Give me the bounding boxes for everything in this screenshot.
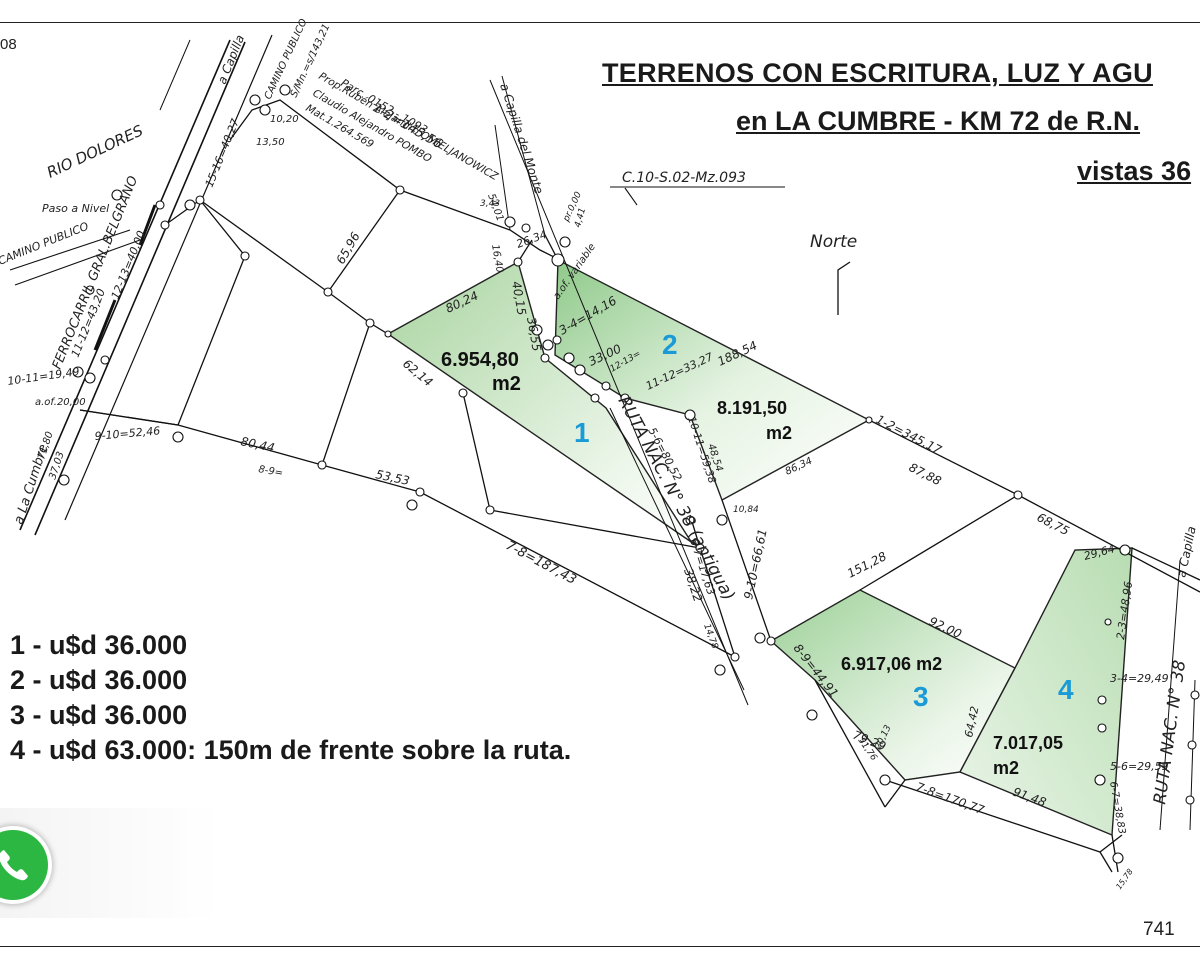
- dim-label: 3-4=29,49: [1110, 672, 1169, 685]
- a-capilla-top-label: a Capilla: [215, 33, 247, 86]
- lot-2-area-unit: m2: [766, 423, 792, 443]
- dim-label: 14,78: [701, 623, 719, 651]
- railway-lines: [9, 34, 273, 536]
- lot-1-area-value: 6.954,80: [441, 349, 519, 371]
- price-item: 1 - u$d 36.000: [10, 630, 188, 660]
- lot-4-number: 4: [1058, 674, 1074, 705]
- north-arrow: [837, 261, 851, 315]
- sheet-border-bottom: [0, 946, 1200, 947]
- dim-label: 13,50: [256, 137, 285, 148]
- phone-icon: [0, 850, 28, 881]
- dim-label: 87,88: [907, 460, 944, 488]
- dim-label: 8-9=: [257, 464, 283, 479]
- lot-4-area-unit: m2: [993, 758, 1019, 778]
- dim-label: 10,20: [270, 114, 299, 125]
- rio-label: RIO DOLORES: [44, 121, 146, 181]
- dim-label: a.of.20,00: [35, 397, 86, 408]
- lot-4-area-value: 7.017,05: [993, 733, 1063, 753]
- dim-label: 71,80: [36, 430, 55, 461]
- catastro-label: C.10-S.02-Mz.093: [622, 170, 746, 186]
- lot-1-area-unit: m2: [492, 373, 521, 395]
- dim-label: 3,43: [480, 199, 500, 209]
- lot-1-number: 1: [574, 417, 590, 448]
- dim-label: 53,53: [374, 467, 411, 488]
- dim-label: 36,55: [524, 316, 544, 352]
- lot-2-number: 2: [662, 329, 678, 360]
- lot-2-area-value: 8.191,50: [717, 398, 787, 418]
- right-route-lines: [1159, 559, 1196, 831]
- dim-label: 10,84: [733, 505, 759, 515]
- vertex-markers: [58, 84, 1200, 864]
- a-capilla-mid-label: a Capilla del Monte: [497, 82, 546, 196]
- dim-label: 7-8=187,43: [503, 538, 579, 588]
- dim-label: 5-6=29,59: [1110, 760, 1169, 773]
- dim-label: 1-2=345,17: [874, 412, 945, 457]
- dim-label: 7-8=170,77: [914, 780, 986, 818]
- old-route-lines: [489, 75, 749, 706]
- dim-label: 10-11=19,49: [7, 365, 81, 388]
- sheet-border-top: [0, 22, 1200, 23]
- catastro-pointer: [610, 186, 785, 206]
- lot-4-area: [959, 547, 1133, 837]
- price-item: 3 - u$d 36.000: [10, 700, 188, 730]
- parcel-boundaries: [79, 99, 1200, 873]
- title-line-3: vistas 36: [1077, 156, 1192, 186]
- camino-label: CAMINO PUBLICO: [0, 220, 91, 268]
- lot-3-area-text: 6.917,06 m2: [841, 654, 942, 674]
- a-capilla-right-label: a Capilla: [1174, 525, 1198, 579]
- price-list: 1 - u$d 36.000 2 - u$d 36.000 3 - u$d 36…: [10, 628, 571, 768]
- title-line-2: en LA CUMBRE - KM 72 de R.N.: [736, 106, 1141, 136]
- lot-3-number: 3: [913, 681, 929, 712]
- dim-label: 9-10=52,46: [94, 424, 161, 443]
- price-item: 2 - u$d 36.000: [10, 665, 188, 695]
- title-line-1: TERRENOS CON ESCRITURA, LUZ Y AGU: [602, 58, 1153, 88]
- dim-label: 64,42: [962, 705, 981, 739]
- dim-label: 9-10=66,61: [741, 528, 770, 601]
- dim-label: 16,40: [489, 244, 505, 274]
- sheet-corner-number: 08: [0, 36, 17, 53]
- price-item: 4 - u$d 63.000: 150m de frente sobre la …: [10, 735, 572, 765]
- dim-label: 80,44: [239, 434, 276, 455]
- dim-label: 26,34: [515, 228, 549, 251]
- page-number: 741: [1143, 919, 1175, 940]
- paso-label: Paso a Nivel: [42, 202, 109, 215]
- dim-label: 40,15: [509, 280, 529, 316]
- norte-label: Norte: [810, 232, 857, 252]
